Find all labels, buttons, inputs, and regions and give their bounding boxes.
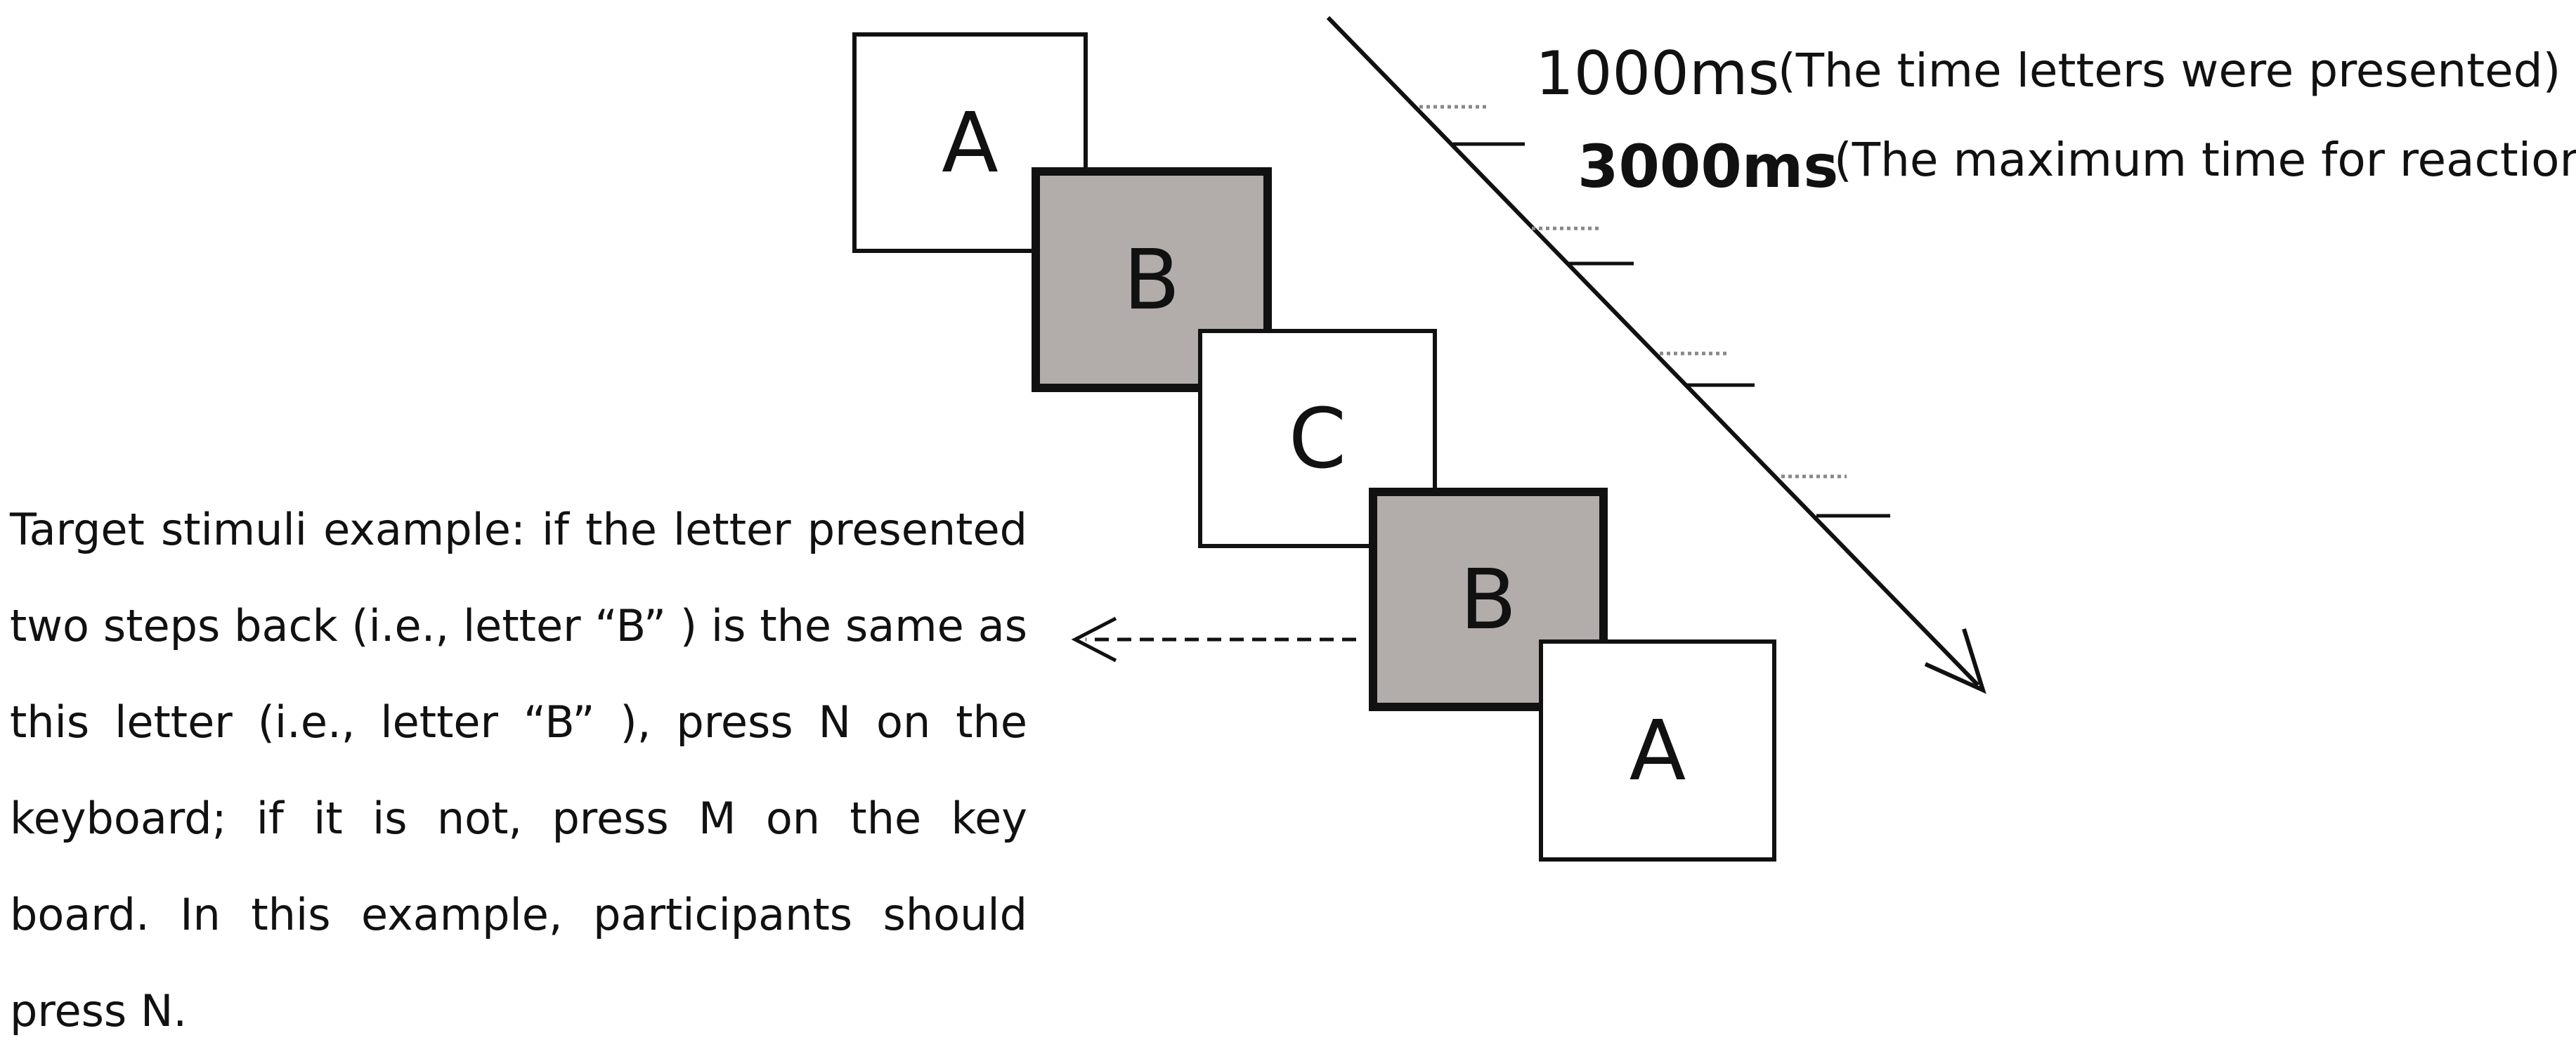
- stimulus-letter: A: [1629, 702, 1686, 799]
- diagram-graphics: [1071, 15, 1986, 694]
- instruction-paragraph: Target stimuli example: if the letter pr…: [10, 504, 1027, 1037]
- reaction-time-description: (The maximum time for reaction): [1834, 133, 2576, 187]
- presentation-time-value: 1000ms: [1535, 39, 1780, 109]
- stimulus-letter: B: [1123, 231, 1180, 328]
- reaction-time-value: 3000ms: [1578, 132, 1839, 201]
- timeline-arrow-line: [1326, 15, 1980, 687]
- timeline-arrow-head: [1924, 628, 1986, 694]
- dashed-arrow-head: [1071, 616, 1117, 663]
- stimulus-letter: A: [942, 94, 998, 191]
- nback-task-diagram: A B C B A 1000ms (The time letters were …: [10, 15, 2576, 1037]
- stimulus-letter: B: [1459, 551, 1517, 648]
- stimulus-letter: C: [1288, 390, 1347, 487]
- stimulus-box-a-last: A: [1539, 639, 1776, 862]
- presentation-time-description: (The time letters were presented): [1778, 44, 2561, 98]
